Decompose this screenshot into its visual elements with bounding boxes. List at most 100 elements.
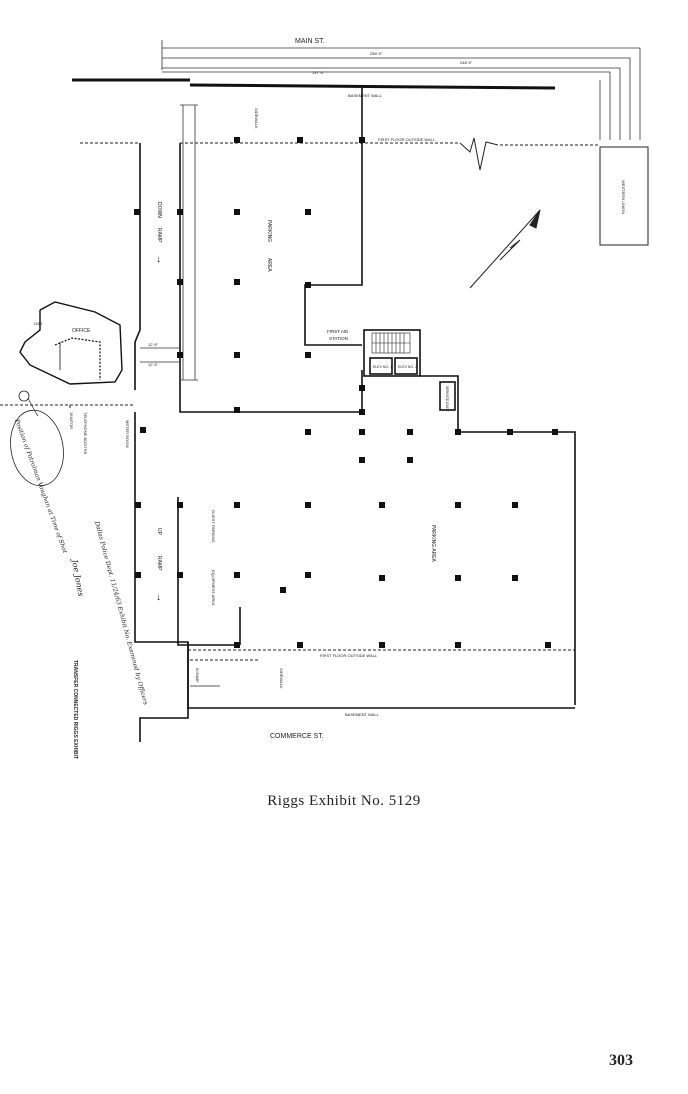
telephone-booths-label: TELEPHONE BOOTHS [83, 412, 88, 455]
first-aid-label: FIRST AID [327, 329, 349, 334]
ramp-label-2: RAMP [156, 556, 162, 571]
area-label-1: AREA [266, 258, 272, 272]
column [177, 502, 183, 508]
main-street-dimensions [161, 40, 641, 140]
office-label: OFFICE [72, 328, 91, 334]
column [512, 502, 518, 508]
column [234, 502, 240, 508]
column [407, 429, 413, 435]
column [305, 352, 311, 358]
outside-dashed-left [0, 404, 135, 410]
ramp-label-1: RAMP [156, 228, 162, 243]
column [134, 209, 140, 215]
commerce-street-label: COMMERCE ST. [270, 733, 324, 740]
column [305, 572, 311, 578]
column [455, 575, 461, 581]
dimension-1: 258' 6" [370, 51, 383, 56]
parking-area-label-2: PARKING AREA [430, 525, 436, 563]
stairwell [371, 332, 411, 354]
column [140, 427, 146, 433]
column [379, 575, 385, 581]
column [379, 642, 385, 648]
sidewalk-bottom-label: SIDEWALK [279, 668, 284, 689]
dimension-5: 12' 6" [148, 362, 159, 367]
garage-floor-plan: MAIN ST. 258' 6" 248' 6" 137' 6" BASEMEN… [0, 38, 649, 759]
side-note: Dallas Police Dept. 11/24/63 Exhibit No.… [93, 520, 149, 706]
western-union-box [599, 146, 649, 246]
column [305, 282, 311, 288]
gas-label: GAS [34, 321, 43, 326]
column [234, 279, 240, 285]
sidewalk-top-label: SIDEWALK [254, 108, 259, 129]
column [305, 502, 311, 508]
down-arrow-1: ↓ [156, 254, 161, 265]
column [177, 279, 183, 285]
basement-wall-bottom-label: BASEMENT WALL [345, 712, 380, 717]
column [177, 572, 183, 578]
column [455, 429, 461, 435]
elevator-2 [394, 357, 418, 375]
meter-room-label: METER ROOM [125, 420, 130, 448]
circled-note-text: Position of Patrolman Vaughan at Time of… [13, 417, 69, 554]
column [552, 429, 558, 435]
column [234, 352, 240, 358]
station-label: STATION [329, 336, 348, 341]
column [297, 642, 303, 648]
column [359, 429, 365, 435]
column [234, 137, 240, 143]
first-floor-wall-top-label: FIRST FLOOR OUTSIDE WALL [378, 137, 436, 142]
janitor-label: JANITOR [69, 412, 74, 429]
column [545, 642, 551, 648]
stamp-text: TRANSFER CONNECTED RIGGS EXHIBIT [72, 660, 78, 759]
equipment-area-label: EQUIPMENT AREA [211, 570, 216, 606]
signature-text: Joe Jones [70, 557, 86, 597]
column [234, 642, 240, 648]
dimension-3: 137' 6" [312, 70, 325, 75]
circled-note: Position of Patrolman Vaughan at Time of… [10, 390, 69, 555]
in-ramp-label: IN RAMP [195, 668, 199, 683]
column [359, 409, 365, 415]
first-floor-wall-top [80, 142, 600, 146]
column [507, 429, 513, 435]
dimension-4: 12' 6" [148, 342, 159, 347]
ramp-lines [140, 104, 198, 381]
dimension-2: 248' 6" [460, 60, 473, 65]
first-floor-wall-bottom [188, 649, 575, 661]
western-union-label: WESTERN UNION [621, 180, 626, 214]
elevator-1-label: ELEV NO. 1 [373, 365, 392, 369]
elevator-2-label: ELEV NO. 2 [398, 365, 417, 369]
column [234, 209, 240, 215]
signature: Joe Jones [70, 557, 86, 597]
parking-label-1: PARKING [266, 220, 272, 242]
column [234, 572, 240, 578]
column [359, 457, 365, 463]
guest-parking-label: GUEST PARKING [211, 510, 216, 543]
first-floor-wall-bottom-label: FIRST FLOOR OUTSIDE WALL [320, 653, 378, 658]
service-elevator-label: SERVICE ELEV. [445, 386, 449, 412]
column [305, 209, 311, 215]
down-arrow-2: ↓ [156, 592, 161, 603]
break-symbol [459, 137, 499, 171]
elevator-1 [369, 357, 393, 375]
column [407, 457, 413, 463]
column [177, 209, 183, 215]
column [359, 137, 365, 143]
column [234, 407, 240, 413]
column [280, 587, 286, 593]
side-note-text: Dallas Police Dept. 11/24/63 Exhibit No.… [93, 520, 149, 706]
column [359, 385, 365, 391]
column [455, 642, 461, 648]
page-number: 303 [609, 1052, 633, 1069]
column [135, 572, 141, 578]
building-walls [134, 88, 576, 742]
up-ramp-label: UP [156, 528, 162, 536]
service-elevator [439, 381, 456, 411]
basement-wall-top [72, 78, 556, 90]
exhibit-caption: Riggs Exhibit No. 5129 [267, 793, 421, 809]
column [177, 352, 183, 358]
structural-columns [134, 137, 558, 648]
office-area [19, 301, 123, 385]
basement-wall-top-label: BASEMENT WALL [348, 93, 383, 98]
column [455, 502, 461, 508]
column [297, 137, 303, 143]
